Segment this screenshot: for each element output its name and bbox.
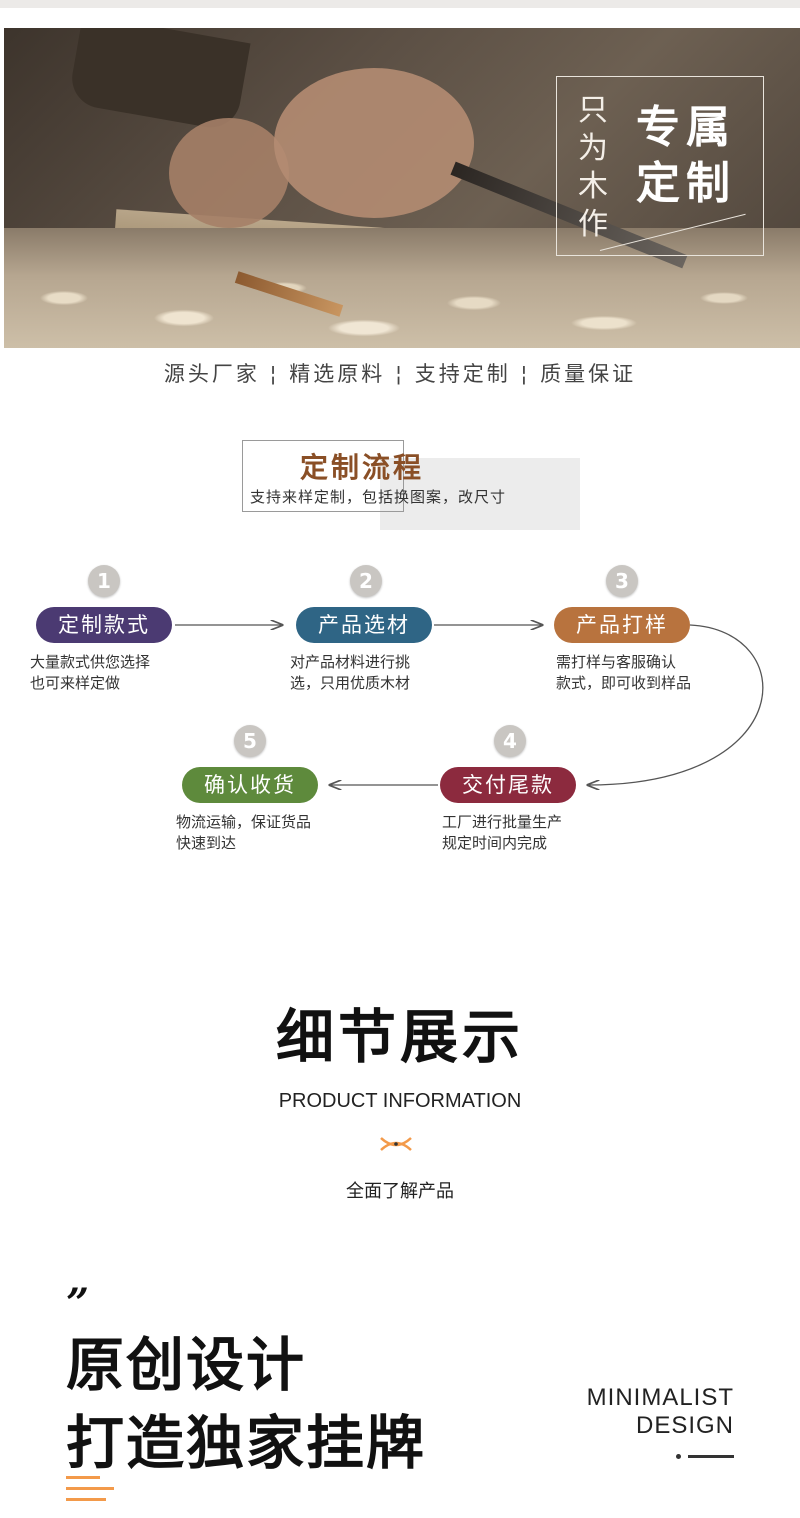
step-2-desc-line-1: 对产品材料进行挑 bbox=[290, 653, 411, 671]
menu-lines-icon bbox=[66, 1476, 116, 1506]
flow-arrows bbox=[175, 600, 764, 800]
hero-tagline-small: 只为木作 bbox=[578, 93, 608, 242]
step-4-desc-line-1: 工厂进行批量生产 bbox=[442, 813, 563, 831]
arrow-3-4 bbox=[588, 624, 764, 785]
step-1-number: 1 bbox=[88, 565, 120, 597]
details-subtitle-en: PRODUCT INFORMATION bbox=[278, 1090, 522, 1112]
step-4-number: 4 bbox=[494, 725, 526, 757]
step-4-label: 交付尾款 bbox=[440, 767, 576, 803]
step-5-desc-line-1: 物流运输，保证货品 bbox=[176, 813, 312, 831]
details-subtitle: 全面了解产品 bbox=[346, 1181, 454, 1202]
minimalist-label-line-1: MINIMALIST bbox=[586, 1384, 734, 1411]
wood-shavings bbox=[4, 258, 800, 348]
step-1-label: 定制款式 bbox=[36, 607, 172, 643]
step-2-description: 对产品材料进行挑 选，只用优质木材 bbox=[290, 652, 500, 694]
decor-line bbox=[688, 1455, 734, 1458]
step-2-number: 2 bbox=[350, 565, 382, 597]
feature-strip: 源头厂家 ¦ 精选原料 ¦ 支持定制 ¦ 质量保证 bbox=[163, 362, 637, 386]
step-3-number: 3 bbox=[606, 565, 638, 597]
quote-mark: ” bbox=[66, 1280, 90, 1327]
hand-left bbox=[169, 118, 289, 228]
step-5-description: 物流运输，保证货品 快速到达 bbox=[176, 812, 386, 854]
step-4-desc-line-2: 规定时间内完成 bbox=[442, 834, 548, 852]
hero-tagline-big: 专属定制 bbox=[636, 102, 736, 209]
step-3-desc-line-2: 款式，即可收到样品 bbox=[556, 674, 692, 692]
fish-ornament-icon bbox=[380, 1137, 412, 1151]
process-title-frame bbox=[242, 440, 404, 512]
step-3-description: 需打样与客服确认 款式，即可收到样品 bbox=[556, 652, 766, 694]
design-headline-2: 打造独家挂牌 bbox=[66, 1409, 427, 1477]
process-title-shadow bbox=[380, 458, 580, 530]
decor-dot bbox=[676, 1454, 681, 1459]
step-2-desc-line-2: 选，只用优质木材 bbox=[290, 674, 411, 692]
step-4-description: 工厂进行批量生产 规定时间内完成 bbox=[442, 812, 652, 854]
details-title: 细节展示 bbox=[275, 1003, 524, 1071]
step-1-description: 大量款式供您选择 也可来样定做 bbox=[30, 652, 240, 694]
process-subtitle: 支持来样定制，包括换图案，改尺寸 bbox=[250, 488, 507, 506]
step-1-desc-line-2: 也可来样定做 bbox=[30, 674, 121, 692]
hero-frame bbox=[556, 76, 764, 256]
design-headline-1: 原创设计 bbox=[66, 1331, 307, 1399]
hand-right bbox=[274, 68, 474, 218]
minimalist-label-line-2: DESIGN bbox=[635, 1412, 734, 1439]
hero-banner bbox=[4, 28, 800, 348]
minimalist-design-label: MINIMALIST DESIGN bbox=[560, 1384, 734, 1440]
step-5-desc-line-2: 快速到达 bbox=[176, 834, 237, 852]
step-3-label: 产品打样 bbox=[554, 607, 690, 643]
step-2-label: 产品选材 bbox=[296, 607, 432, 643]
step-5-label: 确认收货 bbox=[182, 767, 318, 803]
mallet bbox=[67, 28, 251, 133]
step-3-desc-line-1: 需打样与客服确认 bbox=[556, 653, 677, 671]
top-strip bbox=[0, 0, 800, 8]
process-title: 定制流程 bbox=[300, 451, 425, 484]
step-5-number: 5 bbox=[234, 725, 266, 757]
step-1-desc-line-1: 大量款式供您选择 bbox=[30, 653, 151, 671]
